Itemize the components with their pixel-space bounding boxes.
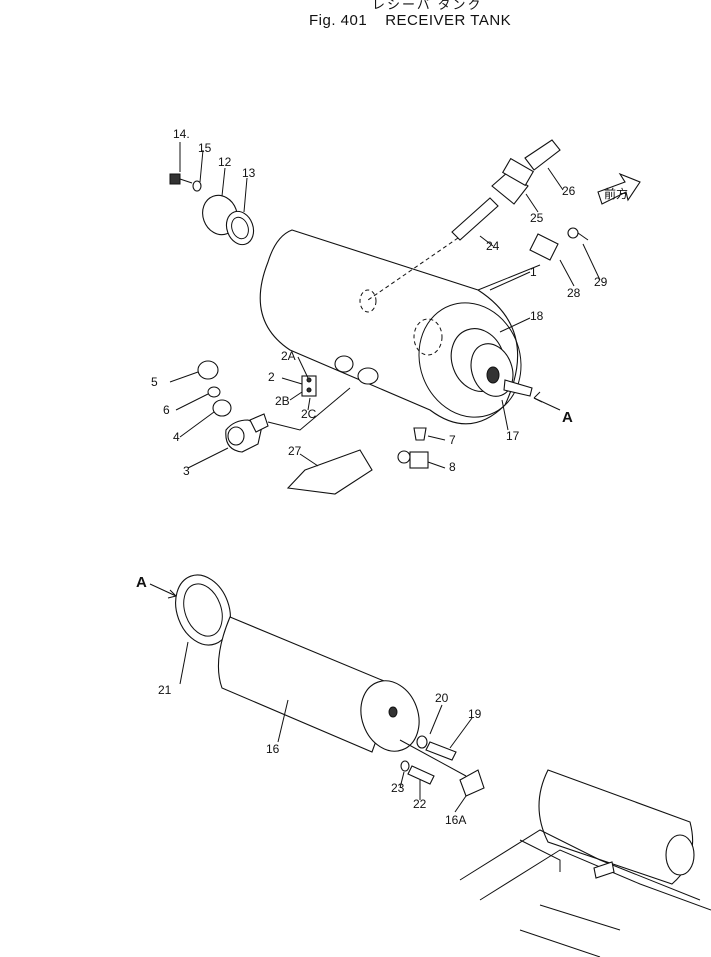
label-28: 28 bbox=[567, 286, 581, 300]
label-25: 25 bbox=[530, 211, 544, 225]
label-3: 3 bbox=[183, 464, 190, 478]
location-sketch bbox=[459, 769, 711, 957]
label-21: 21 bbox=[158, 683, 172, 697]
leader-lines bbox=[149, 142, 601, 813]
figure-title: Fig. 401 RECEIVER TANK bbox=[309, 12, 511, 29]
label-13: 13 bbox=[242, 166, 256, 180]
label-8: 8 bbox=[449, 460, 456, 474]
label-1: 1 bbox=[530, 265, 537, 279]
label-18: 18 bbox=[530, 309, 544, 323]
receiver-tank-body bbox=[259, 229, 541, 425]
bolt-29 bbox=[567, 227, 589, 241]
label-29: 29 bbox=[594, 275, 608, 289]
front-direction-mark: 前方 bbox=[597, 172, 641, 205]
label-4: 4 bbox=[173, 430, 180, 444]
bolt-22 bbox=[407, 765, 435, 785]
label-5: 5 bbox=[151, 375, 158, 389]
label-14: 14. bbox=[173, 127, 190, 141]
title-japanese: レシーバ タンク bbox=[372, 0, 483, 12]
figure-number: Fig. 401 bbox=[309, 12, 368, 29]
element-leader bbox=[399, 739, 467, 777]
drain-cock-8 bbox=[397, 450, 429, 469]
label-22: 22 bbox=[413, 797, 427, 811]
label-27: 27 bbox=[288, 444, 302, 458]
label-2: 2 bbox=[268, 370, 275, 384]
cap-5 bbox=[197, 360, 219, 380]
bolt-19 bbox=[425, 741, 457, 761]
label-17: 17 bbox=[506, 429, 520, 443]
front-mark-text: 前方 bbox=[604, 186, 628, 201]
label-view-a-lower: A bbox=[136, 574, 147, 591]
label-20: 20 bbox=[435, 691, 449, 705]
washer-20 bbox=[416, 735, 428, 749]
label-23: 23 bbox=[391, 781, 405, 795]
label-15: 15 bbox=[198, 141, 212, 155]
element-16 bbox=[217, 616, 420, 753]
gasket-13 bbox=[225, 210, 255, 246]
washer-23 bbox=[400, 760, 410, 772]
label-16: 16 bbox=[266, 742, 280, 756]
label-view-a-upper: A bbox=[562, 409, 573, 426]
plate-28 bbox=[529, 233, 559, 261]
figure-caption: RECEIVER TANK bbox=[385, 12, 512, 29]
label-plate-27 bbox=[286, 449, 373, 495]
hose-26 bbox=[524, 139, 561, 171]
bracket-2 bbox=[301, 375, 317, 397]
assembly-leader bbox=[267, 387, 351, 431]
plate-16a bbox=[459, 769, 485, 797]
pipe-24 bbox=[367, 197, 499, 301]
coupling-25 bbox=[491, 157, 535, 205]
label-16a: 16A bbox=[445, 813, 466, 827]
valve-7 bbox=[413, 427, 427, 441]
label-6: 6 bbox=[163, 403, 170, 417]
washer-15 bbox=[192, 180, 202, 192]
label-2a: 2A bbox=[281, 349, 296, 363]
label-26: 26 bbox=[562, 184, 576, 198]
label-19: 19 bbox=[468, 707, 482, 721]
bolt-14 bbox=[169, 173, 193, 185]
o-ring-6 bbox=[207, 386, 221, 398]
label-24: 24 bbox=[486, 239, 500, 253]
part-labels: 14. 15 12 13 26 25 24 1 28 29 18 17 A 7 … bbox=[136, 127, 608, 827]
label-2b: 2B bbox=[275, 394, 290, 408]
plug-4 bbox=[212, 399, 232, 417]
label-12: 12 bbox=[218, 155, 232, 169]
boss-fittings bbox=[334, 355, 379, 385]
gasket-21 bbox=[175, 574, 231, 646]
elbow-3 bbox=[225, 413, 269, 453]
label-2c: 2C bbox=[301, 407, 317, 421]
filter-head-assembly bbox=[450, 328, 533, 397]
label-7: 7 bbox=[449, 433, 456, 447]
